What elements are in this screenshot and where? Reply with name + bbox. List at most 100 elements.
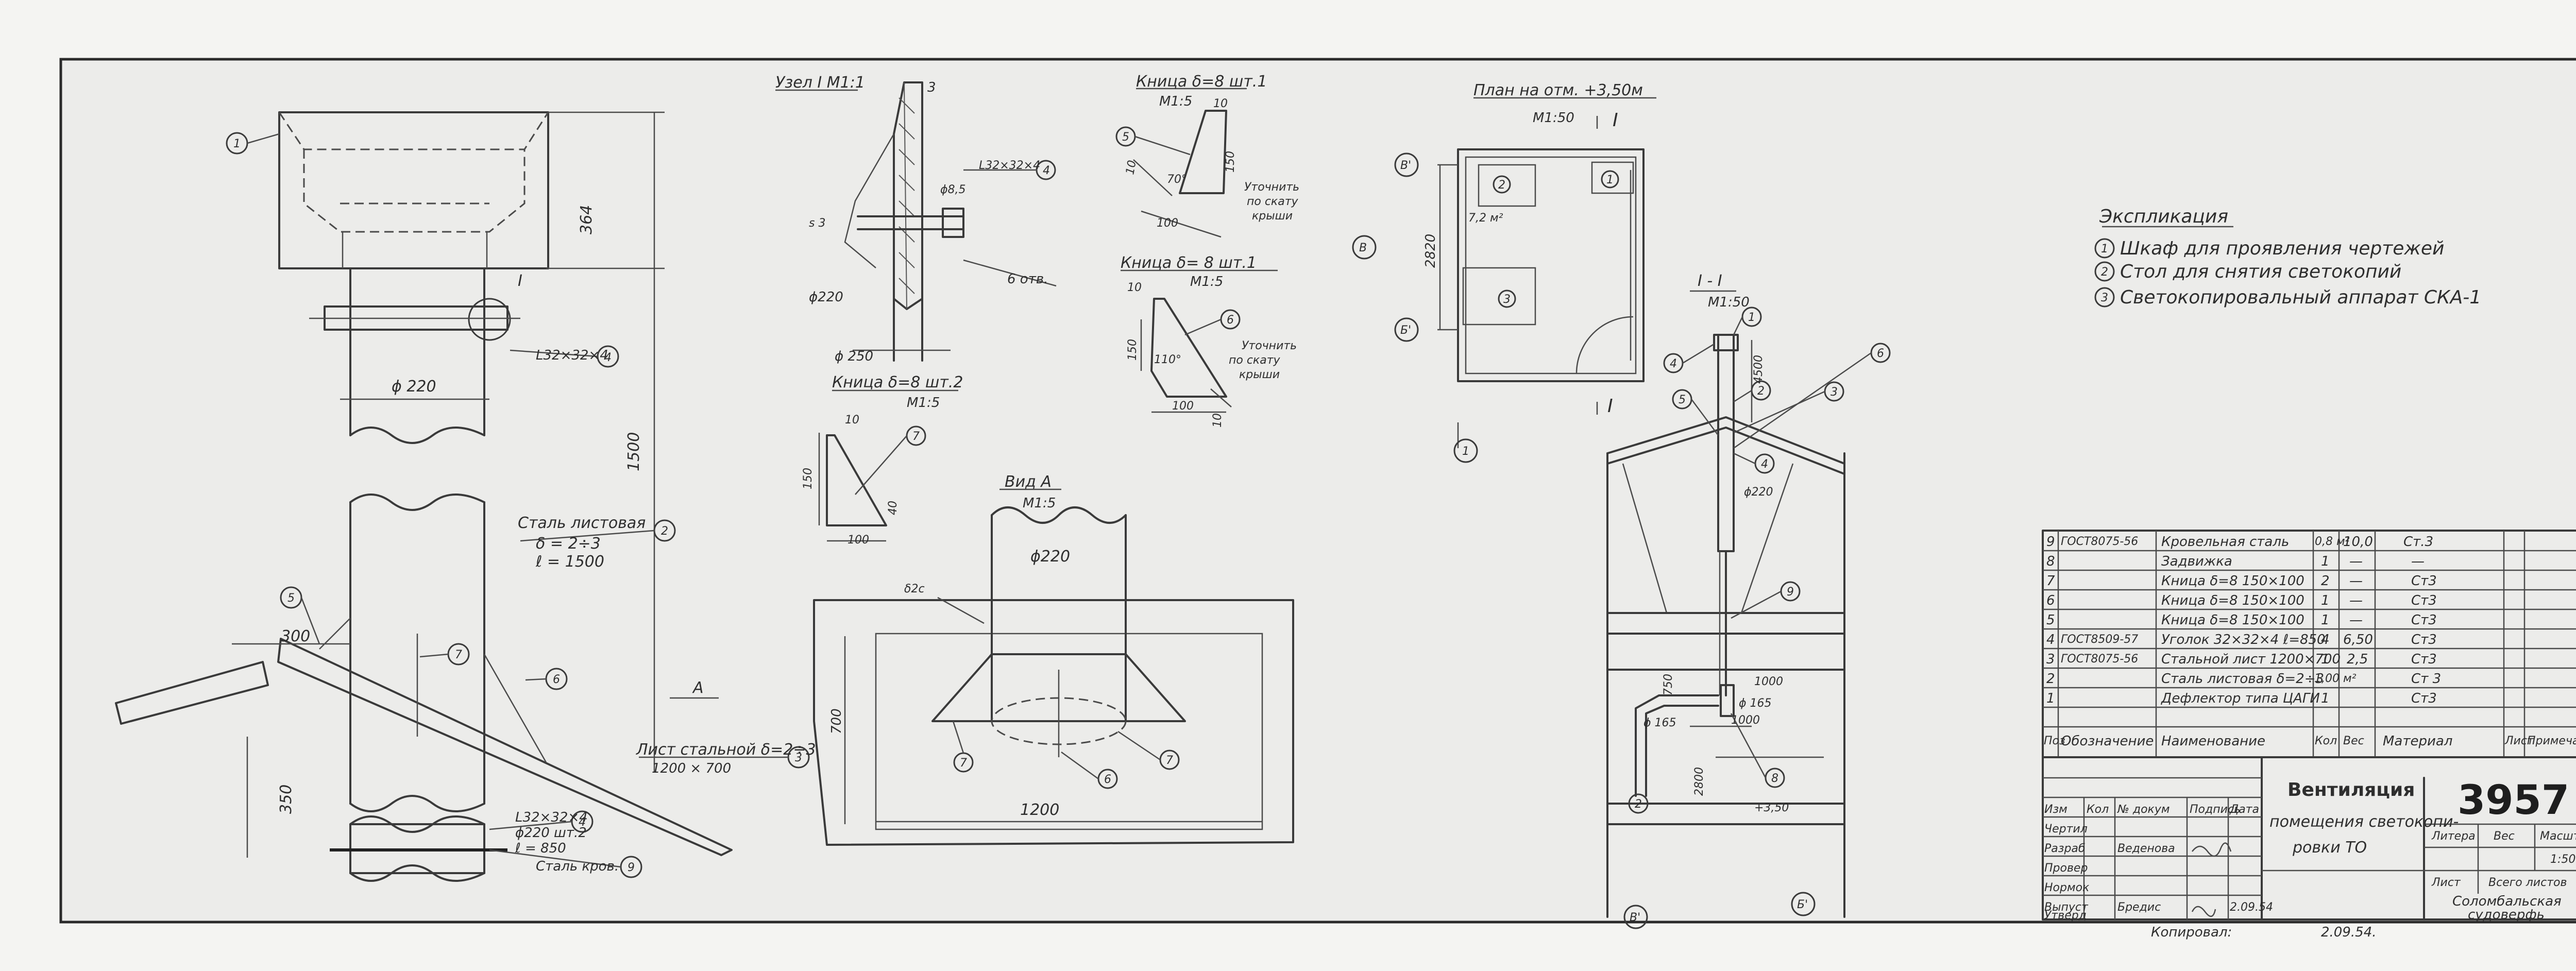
plan-title: План на отм. +3,50м xyxy=(1473,81,1643,99)
section-I-I xyxy=(1606,290,1891,929)
section-dim-1000: 1000 xyxy=(1754,675,1783,688)
plan-mark-I2: I xyxy=(1607,396,1613,417)
gusset-mid-pos6: 6 xyxy=(1227,314,1234,327)
spec-row-3-mat: Ст3 xyxy=(2411,652,2437,667)
dim-350: 350 xyxy=(277,785,295,814)
spec-header-doc: Обозначение xyxy=(2061,734,2154,749)
spec-row-9-weight: 10,0 xyxy=(2343,534,2373,550)
gusset-mid-100: 100 xyxy=(1172,400,1194,413)
section-dia-220: ϕ220 xyxy=(1744,486,1773,499)
spec-row-6-name: Кница δ=8 150×100 xyxy=(2161,593,2304,608)
spec-row-6-weight: — xyxy=(2349,593,2363,608)
spec-row-5-pos: 5 xyxy=(2046,612,2055,628)
gusset-mid xyxy=(1121,269,1278,413)
spec-row-6-pos: 6 xyxy=(2046,593,2055,608)
gusset-mid-angle: 110° xyxy=(1154,353,1181,366)
spec-row-4-mat: Ст3 xyxy=(2411,632,2437,648)
plan-axis-B2: Б' xyxy=(1400,324,1411,337)
explication-item-1: Шкаф для проявления чертежей xyxy=(2120,238,2444,259)
spec-row-5-mat: Ст3 xyxy=(2411,612,2437,628)
node-dim-3: 3 xyxy=(927,80,936,95)
view-A-pos-7b: 7 xyxy=(1166,754,1173,767)
explication-num-2: 2 xyxy=(2101,266,2108,279)
section-pos-6: 6 xyxy=(1877,347,1884,360)
spec-header-pos: Поз xyxy=(2044,735,2065,747)
node-dim-s3: s 3 xyxy=(809,217,825,230)
plan-mark-I: I xyxy=(1613,110,1618,131)
view-A-dim-1200: 1200 xyxy=(1020,801,1059,819)
gusset-bot-40: 40 xyxy=(887,501,900,515)
explication-title: Экспликация xyxy=(2099,206,2228,227)
gusset-mid-title: Кница δ= 8 шт.1 xyxy=(1121,254,1257,272)
tb-project-line1: Вентиляция xyxy=(2287,779,2415,800)
tb-person-3-role: Провер xyxy=(2044,862,2088,875)
plan-axis-1: 1 xyxy=(1462,445,1469,458)
spec-header-note: Примечание xyxy=(2527,735,2576,747)
section-pos-3: 3 xyxy=(1831,386,1838,399)
tb-person-5-name: Бредис xyxy=(2117,901,2161,914)
tb-ves: Вес xyxy=(2494,830,2515,843)
section-pos-4b: 4 xyxy=(1761,458,1768,471)
section-pos-9: 9 xyxy=(1787,586,1794,599)
gusset-bottom xyxy=(818,389,958,542)
tb-project-line2: помещения светокопи- xyxy=(2269,813,2459,831)
plan-area: 7,2 м² xyxy=(1468,212,1503,225)
gusset-mid-150: 150 xyxy=(1126,339,1139,361)
explication-item-3: Светокопировальный аппарат СКА-1 xyxy=(2120,287,2481,308)
drawing-frame xyxy=(59,58,2576,924)
spec-row-3-doc: ГОСТ8075-56 xyxy=(2061,653,2138,666)
section-dim-1000b: 1000 xyxy=(1731,714,1760,727)
section-dim-4500: 4500 xyxy=(1752,355,1765,384)
tb-copied: Копировал: xyxy=(2151,925,2232,940)
view-A-dim-700: 700 xyxy=(829,708,844,734)
view-A-label-s: δ2с xyxy=(904,583,925,595)
spec-row-3-weight: 2,5 xyxy=(2347,652,2368,667)
gusset-mid-10b: 10 xyxy=(1211,413,1224,428)
spec-header-qty: Кол xyxy=(2315,735,2337,747)
section-pos-8: 8 xyxy=(1771,772,1778,785)
spec-row-8-pos: 8 xyxy=(2046,554,2055,569)
spec-row-4-pos: 4 xyxy=(2046,632,2055,648)
spec-row-4-weight: 6,50 xyxy=(2343,632,2373,648)
spec-row-1-name: Дефлектор типа ЦАГИ xyxy=(2161,691,2320,706)
steel-note-2: δ = 2÷3 xyxy=(536,535,601,553)
callout-2: 2 xyxy=(661,525,668,538)
node-pos-4: 4 xyxy=(1043,164,1050,177)
tb-person-5-role: Выпуст xyxy=(2044,901,2089,914)
callout-9: 9 xyxy=(628,861,635,874)
spec-row-1-pos: 1 xyxy=(2046,691,2055,706)
callout-3: 3 xyxy=(795,752,802,764)
sheet-note-1: Лист стальной δ=2÷3 xyxy=(636,741,816,759)
dim-1500: 1500 xyxy=(625,432,643,471)
spec-row-7-qty: 2 xyxy=(2321,573,2330,589)
tb-litera: Литера xyxy=(2431,830,2476,843)
spec-row-7-pos: 7 xyxy=(2046,573,2055,589)
node-I-title: Узел I М1:1 xyxy=(775,74,865,92)
tb-date: 2.09.54 xyxy=(2230,901,2273,914)
spec-row-2-name: Сталь листовая δ=2÷3 xyxy=(2161,671,2324,687)
plan-scale: М1:50 xyxy=(1533,110,1574,126)
spec-row-1-qty: 1 xyxy=(2321,691,2330,706)
spec-row-9-pos: 9 xyxy=(2046,534,2055,550)
tb-role-kol: Кол xyxy=(2087,803,2109,816)
main-angle-label: L32×32×4 xyxy=(536,348,608,363)
bottom-note-2: ϕ220 шт.2 xyxy=(515,825,587,841)
explication xyxy=(2094,226,2233,308)
section-pos-5: 5 xyxy=(1679,394,1686,406)
spec-row-2-pos: 2 xyxy=(2046,671,2055,687)
spec-row-3-pos: 3 xyxy=(2046,652,2055,667)
plan-eq-3: 3 xyxy=(1503,293,1511,306)
dim-364: 364 xyxy=(578,205,596,234)
tb-person-4-role: Нормок xyxy=(2044,881,2090,894)
spec-row-6-qty: 1 xyxy=(2321,593,2330,608)
spec-row-5-name: Кница δ=8 150×100 xyxy=(2161,612,2304,628)
spec-row-9-mat: Ст.3 xyxy=(2403,534,2433,550)
main-view xyxy=(115,111,810,882)
spec-row-8-name: Задвижка xyxy=(2161,554,2232,569)
section-pos-2: 2 xyxy=(1757,385,1765,398)
spec-header-name: Наименование xyxy=(2161,734,2265,749)
plan-eq-2: 2 xyxy=(1498,179,1505,192)
callout-5: 5 xyxy=(287,592,295,605)
tb-role-date: Дата xyxy=(2229,803,2259,816)
plan-dim-2820: 2820 xyxy=(1423,234,1438,268)
